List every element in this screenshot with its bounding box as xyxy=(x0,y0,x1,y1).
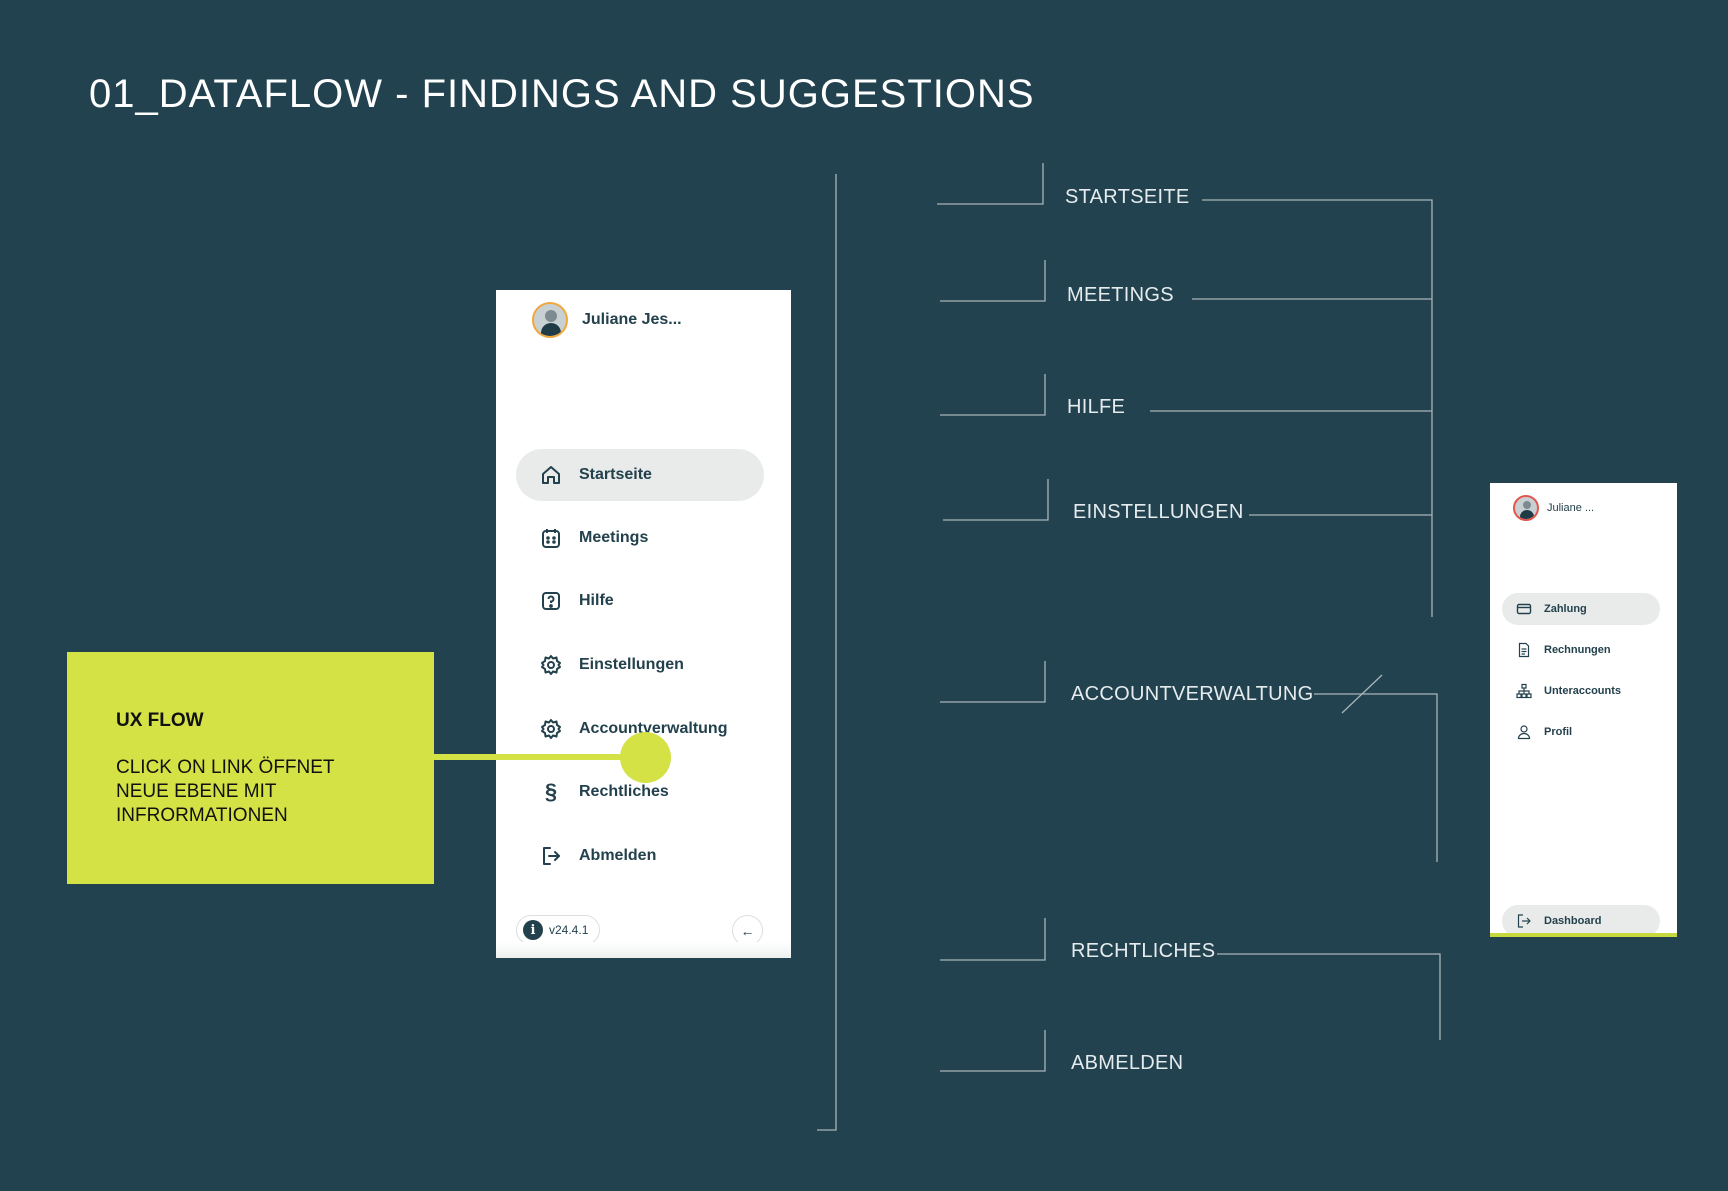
flow-label-rechtliches: RECHTLICHES xyxy=(1071,940,1216,962)
submenu-label-rechnungen: Rechnungen xyxy=(1544,644,1611,656)
click-indicator-dot xyxy=(620,732,671,783)
submenu-label-unteraccounts: Unteraccounts xyxy=(1544,685,1622,697)
submenu-item-unteraccounts[interactable]: Unteraccounts xyxy=(1502,675,1660,707)
note-title: UX FLOW xyxy=(116,710,204,731)
panel-bottom-fade xyxy=(496,942,791,958)
note-connector xyxy=(434,754,636,760)
bracket-meetings xyxy=(940,260,1046,302)
menu-label-rechtliches: Rechtliches xyxy=(579,783,669,800)
menu-label-hilfe: Hilfe xyxy=(579,592,614,609)
submenu-label-zahlung: Zahlung xyxy=(1544,603,1587,615)
profile-name: Juliane Jes... xyxy=(582,311,682,328)
bracket-rechtliches xyxy=(940,918,1046,961)
spine-line xyxy=(817,174,837,1131)
submenu-item-profil[interactable]: Profil xyxy=(1502,716,1660,748)
logout-icon xyxy=(539,844,563,868)
account-slash xyxy=(1341,674,1383,714)
submenu-item-dashboard[interactable]: Dashboard xyxy=(1502,905,1660,937)
bracket-accountverwaltung xyxy=(940,661,1046,703)
flow-label-accountverwaltung: ACCOUNTVERWALTUNG xyxy=(1071,683,1314,705)
calendar-icon xyxy=(539,526,563,550)
menu-label-startseite: Startseite xyxy=(579,466,652,483)
sub-profile-name: Juliane ... xyxy=(1547,502,1595,514)
page-title: 01_DATAFLOW - FINDINGS AND SUGGESTIONS xyxy=(89,72,1035,116)
menu-label-einstellungen: Einstellungen xyxy=(579,656,684,673)
version-badge[interactable]: i v24.4.1 xyxy=(516,915,600,945)
credit-card-icon xyxy=(1516,601,1532,617)
ux-flow-note: UX FLOW CLICK ON LINK ÖFFNET NEUE EBENE … xyxy=(67,652,434,884)
profile-row[interactable]: Juliane Jes... xyxy=(532,302,682,338)
submenu-item-zahlung[interactable]: Zahlung xyxy=(1502,593,1660,625)
main-menu-panel: Juliane Jes... Startseite Meetings Hilfe… xyxy=(496,290,791,958)
avatar[interactable] xyxy=(532,302,568,338)
bracket-startseite xyxy=(937,163,1044,205)
document-icon xyxy=(1516,642,1532,658)
account-branch-line xyxy=(1314,693,1438,862)
gear-icon xyxy=(539,717,563,741)
submenu-accent-bar xyxy=(1490,933,1677,937)
sub-avatar[interactable] xyxy=(1513,495,1539,521)
submenu-label-profil: Profil xyxy=(1544,726,1573,738)
menu-label-accountverwaltung: Accountverwaltung xyxy=(579,720,728,737)
arrow-left-icon: ← xyxy=(740,922,755,939)
menu-item-abmelden[interactable]: Abmelden xyxy=(516,830,764,882)
menu-label-abmelden: Abmelden xyxy=(579,847,657,864)
menu-item-einstellungen[interactable]: Einstellungen xyxy=(516,639,764,691)
help-icon xyxy=(539,589,563,613)
menu-item-hilfe[interactable]: Hilfe xyxy=(516,575,764,627)
flow-label-startseite: STARTSEITE xyxy=(1065,186,1190,208)
group-line-a xyxy=(1202,199,1433,617)
bracket-abmelden xyxy=(940,1030,1046,1072)
paragraph-icon: § xyxy=(544,779,558,804)
menu-item-accountverwaltung[interactable]: Accountverwaltung xyxy=(516,703,764,755)
gear-icon xyxy=(539,653,563,677)
flow-label-hilfe: HILFE xyxy=(1067,396,1126,418)
bracket-hilfe xyxy=(940,374,1046,416)
flow-label-abmelden: ABMELDEN xyxy=(1071,1052,1184,1074)
note-text: CLICK ON LINK ÖFFNET NEUE EBENE MIT INFR… xyxy=(116,757,335,826)
version-text: v24.4.1 xyxy=(549,923,589,937)
home-icon xyxy=(539,463,563,487)
account-submenu-panel: Juliane ... Zahlung Rechnungen Unteracco… xyxy=(1490,483,1677,937)
flow-label-meetings: MEETINGS xyxy=(1067,284,1174,306)
submenu-label-dashboard: Dashboard xyxy=(1544,915,1602,927)
hierarchy-icon xyxy=(1516,683,1532,699)
info-icon: i xyxy=(523,920,543,940)
sub-profile-row[interactable]: Juliane ... xyxy=(1513,495,1594,521)
logout-icon xyxy=(1516,913,1532,929)
bracket-einstellungen xyxy=(943,479,1049,521)
user-icon xyxy=(1516,724,1532,740)
menu-item-meetings[interactable]: Meetings xyxy=(516,512,764,564)
submenu-item-rechnungen[interactable]: Rechnungen xyxy=(1502,634,1660,666)
flow-label-einstellungen: EINSTELLUNGEN xyxy=(1073,501,1244,523)
menu-label-meetings: Meetings xyxy=(579,529,649,546)
menu-item-startseite[interactable]: Startseite xyxy=(516,449,764,501)
legal-branch-line xyxy=(1217,953,1441,1040)
menu-item-rechtliches[interactable]: § Rechtliches xyxy=(516,766,764,818)
